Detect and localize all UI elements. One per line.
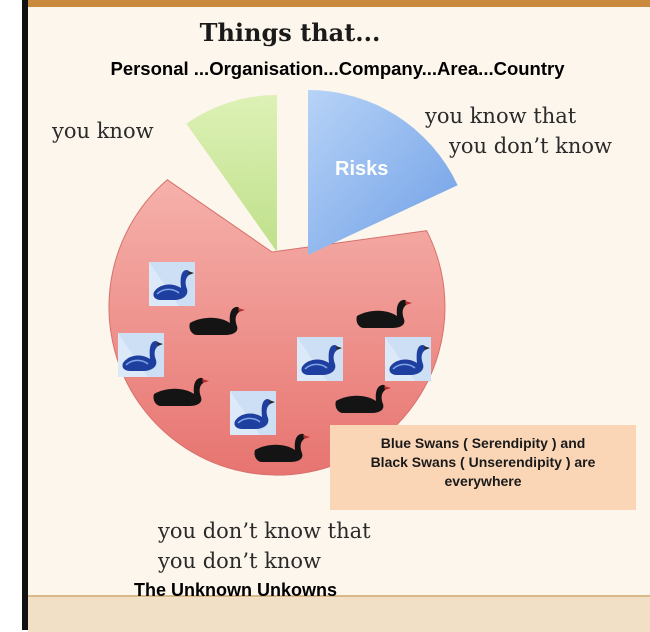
slice-known bbox=[186, 94, 277, 252]
blue-swan-icon bbox=[148, 261, 196, 307]
blue-swan-icon bbox=[296, 336, 344, 382]
blue-swan-icon bbox=[384, 336, 432, 382]
callout-line-1: Blue Swans ( Serendipity ) and bbox=[380, 435, 586, 451]
blue-swan-icon bbox=[117, 332, 165, 378]
unknown-unknowns-name: The Unknown Unkowns bbox=[134, 580, 338, 600]
bottom-strip bbox=[28, 595, 650, 632]
label-unknown-unknowns-line2: you don’t know bbox=[158, 549, 321, 573]
callout-line-3: everywhere bbox=[444, 473, 522, 489]
diagram-subtitle: Personal ...Organisation...Company...Are… bbox=[110, 58, 565, 79]
slice-known-unknowns bbox=[308, 89, 458, 256]
label-you-know: you know bbox=[52, 119, 154, 143]
callout-line-2: Black Swans ( Unserendipity ) are bbox=[370, 454, 596, 470]
frame-left-border bbox=[22, 0, 28, 630]
frame-top-border bbox=[28, 0, 650, 7]
label-unknown-unknowns-line1: you don’t know that bbox=[158, 519, 371, 543]
label-known-unknowns-line2: you don’t know bbox=[449, 134, 612, 158]
label-known-unknowns-line1: you know that bbox=[425, 104, 577, 128]
swans-callout: Blue Swans ( Serendipity ) and Black Swa… bbox=[330, 425, 636, 510]
blue-swan-icon bbox=[229, 390, 277, 436]
risks-label: Risks bbox=[335, 158, 389, 180]
diagram-title: Things that... bbox=[199, 18, 381, 47]
